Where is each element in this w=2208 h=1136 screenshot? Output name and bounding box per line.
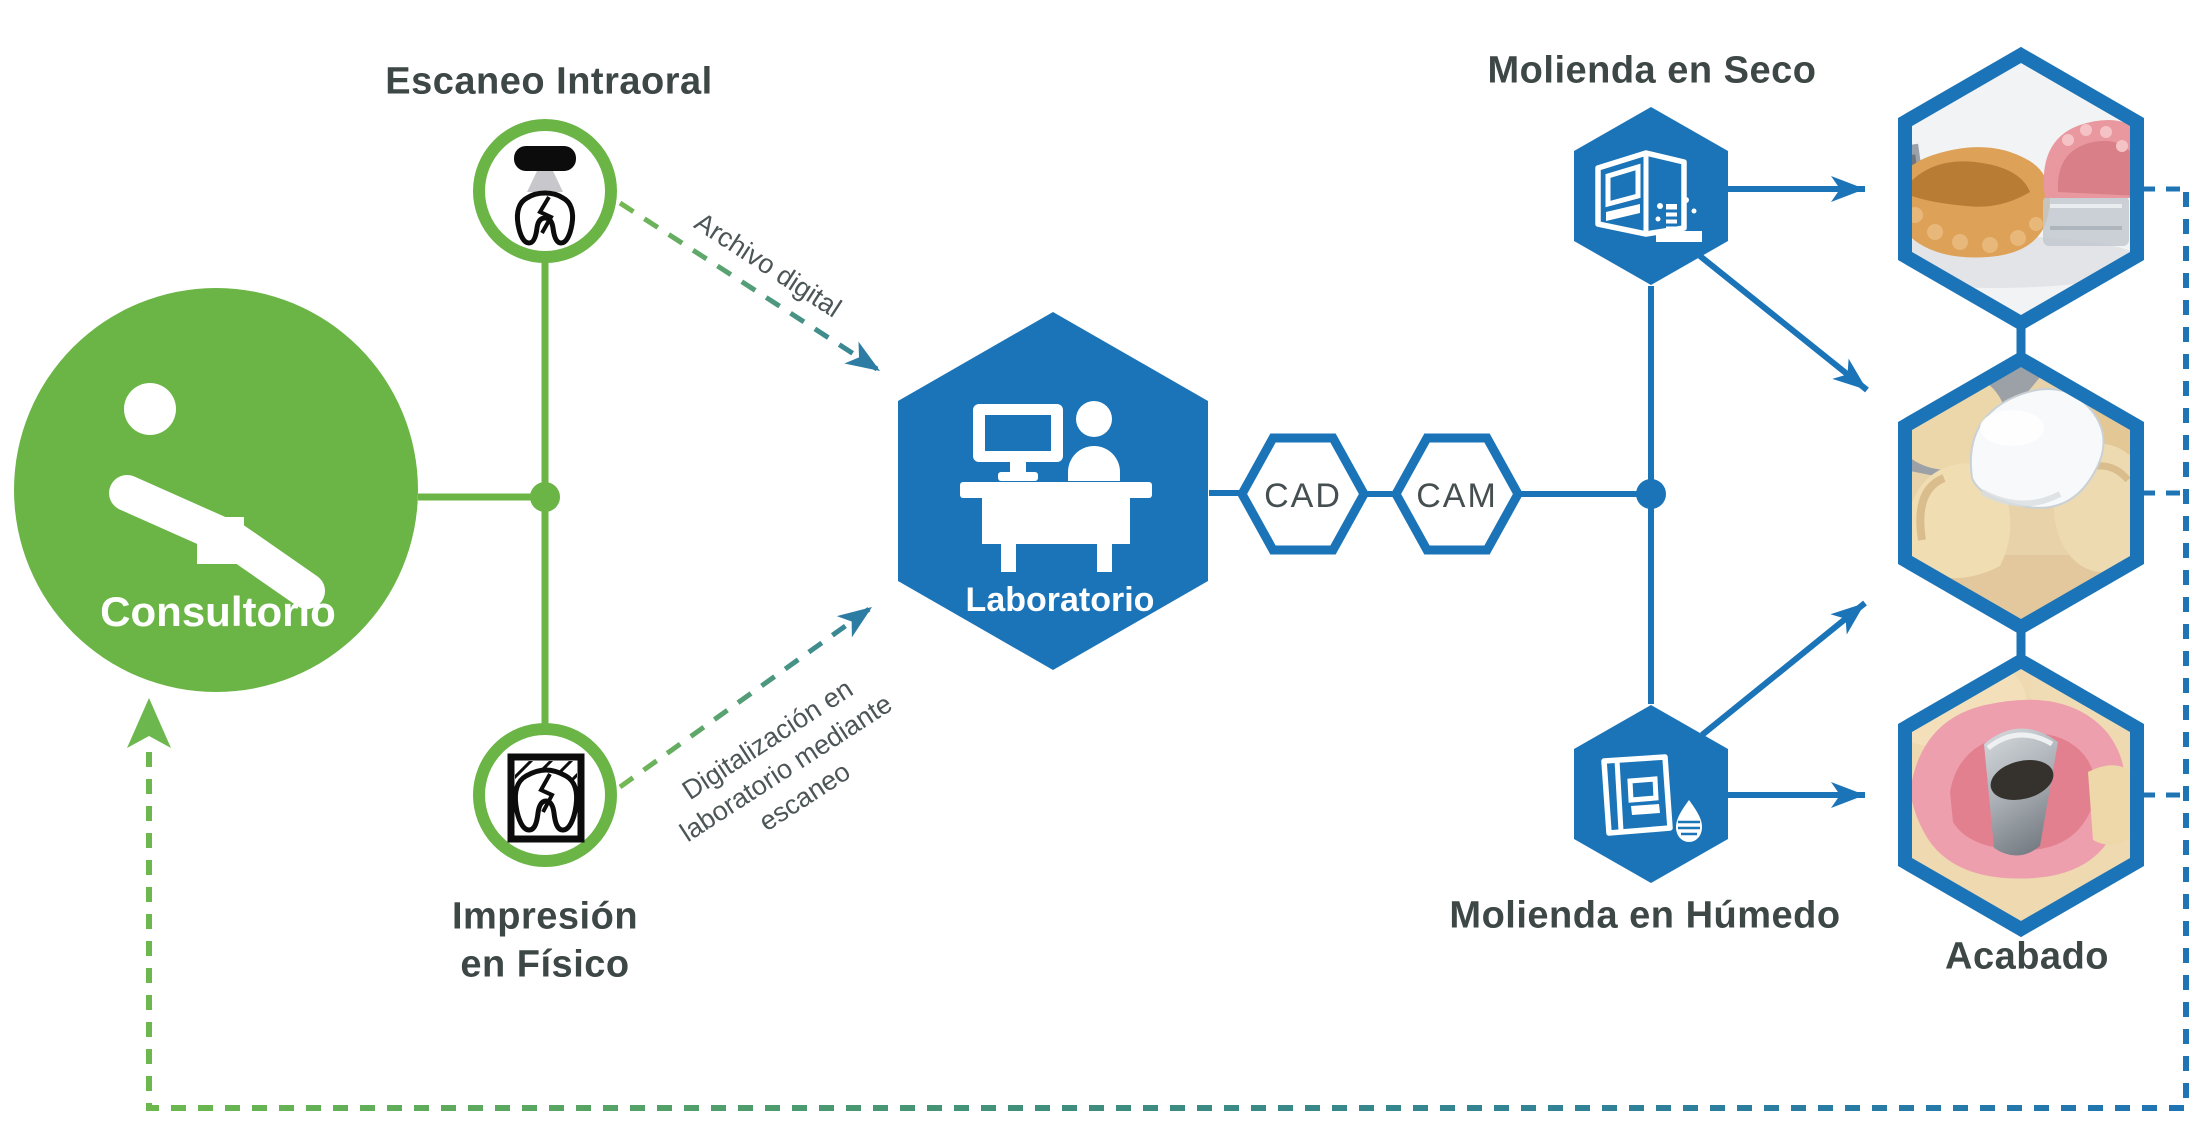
dental-chair-patient-icon: [109, 383, 325, 609]
printed-dental-models-photo: [1905, 55, 2137, 323]
cam-node: [1390, 433, 1524, 555]
archivo-digital-connector: [618, 200, 882, 374]
molienda-seco-title: Molienda en Seco: [1487, 49, 1817, 92]
molienda-seco-node: [1574, 107, 1728, 285]
escaneo-intraoral-node: [473, 119, 617, 263]
resultado-estructura-node: [1898, 652, 2144, 938]
arrow-up-icon: [127, 698, 171, 748]
lab-technician-desk-icon: [960, 401, 1152, 572]
dry-milling-machine-icon: [1595, 150, 1702, 242]
molienda-humedo-title: Molienda en Húmedo: [1449, 894, 1841, 937]
impresion-fisico-node: [473, 723, 617, 867]
ceramic-crown-photo: [1905, 359, 2137, 627]
acabado-label: Acabado: [1945, 935, 2109, 978]
cad-label: CAD: [1264, 476, 1342, 515]
escaneo-intraoral-title: Escaneo Intraoral: [385, 60, 713, 103]
cam-label: CAM: [1416, 476, 1498, 515]
metal-abutment-photo: [1905, 661, 2137, 929]
resultado-modelos-node: [1898, 46, 2144, 332]
arrow-humedo-to-corona: [1700, 600, 1867, 738]
molienda-humedo-node: [1574, 705, 1728, 883]
laboratorio-label: Laboratorio: [965, 580, 1155, 619]
intraoral-scanner-tooth-icon: [514, 146, 576, 246]
consultorio-label: Consultorio: [100, 587, 336, 635]
wet-milling-machine-icon: [1601, 754, 1702, 842]
cad-node: [1236, 433, 1370, 555]
feedback-dashed-loop: [127, 186, 2189, 1111]
green-connectors: [418, 261, 560, 726]
resultado-corona-node: [1898, 350, 2144, 636]
green-junction-dot: [530, 482, 560, 512]
impresion-fisico-label: Impresión en Físico: [451, 895, 639, 986]
digitalizacion-connector: [618, 604, 874, 790]
physical-impression-tray-icon: [507, 753, 585, 843]
laboratorio-node: [898, 312, 1208, 670]
consultorio-node: [14, 288, 418, 692]
blue-junction-dot: [1636, 479, 1666, 509]
arrow-seco-to-corona: [1698, 253, 1869, 393]
